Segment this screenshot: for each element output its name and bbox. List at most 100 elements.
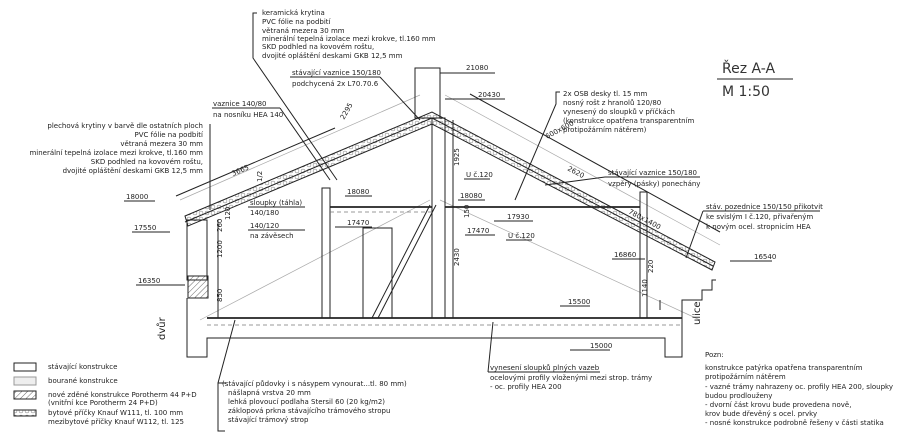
annotation-text: sloupky (táhla)	[250, 199, 302, 207]
annotation-text: plechová krytiny v barvě dle ostatních p…	[47, 122, 203, 130]
structure	[186, 117, 716, 358]
drawing-line	[379, 76, 421, 121]
annotation-text: dvojité opláštění deskami GKB 12,5 mm	[63, 167, 204, 175]
annotation-text: protipožárním nátěrem)	[563, 126, 647, 134]
annotation-text: nášlapná vrstva 20 mm	[228, 389, 311, 397]
annotation-text: ke svislým I č.120, přivařeným	[706, 213, 813, 221]
annotation-text: 16860	[614, 251, 636, 259]
annotation-text: vaznice 140/80	[213, 100, 267, 108]
support-note: vynesení sloupků plných vazeb ocelovými …	[487, 321, 652, 391]
annotation-text: dvojité opláštění deskami GKB 12,5 mm	[262, 52, 403, 60]
wallplate-callout: stáv. pozednice 150/150 přikotvit ke svi…	[685, 203, 823, 259]
annotation-text: nové zděné konstrukce Porotherm 44 P+D	[48, 391, 197, 399]
drawing-title: Řez A-A	[722, 60, 776, 77]
drawing-line	[639, 191, 648, 319]
annotation-text: 220	[647, 260, 655, 273]
floor-callout: (stávající půdovky i s násypem vynourat.…	[217, 319, 407, 432]
annotation-text: minerální tepelná izolace mezi krokve, t…	[262, 35, 436, 43]
annotation-text: SKD podhled na kovovém roštu,	[91, 158, 203, 166]
annotation-text: 1140	[641, 279, 649, 297]
annotation-text: 2620	[566, 165, 585, 180]
annotation-text: stávající trámový strop	[228, 416, 309, 424]
chimney	[414, 67, 441, 119]
drawing-line	[469, 93, 721, 233]
annotation-text: 17470	[467, 227, 489, 235]
annotation-text: k novým ocel. stropnicím HEA	[706, 223, 811, 231]
drawing-line	[487, 321, 494, 373]
drawing-line	[187, 275, 209, 299]
annotation-text: PVC fólie na podbití	[135, 131, 205, 139]
drawing-line	[377, 204, 437, 319]
ladder	[371, 204, 431, 319]
annotation-text: protipožárním nátěrem	[705, 373, 786, 381]
drawing-line	[199, 199, 431, 321]
drawing-line	[186, 219, 208, 281]
annotation-text: stávající vaznice 150/180	[608, 169, 697, 177]
annotation-text: - vazné trámy nahrazeny oc. profily HEA …	[705, 383, 893, 391]
annotation-text: vzpěry (pásky) ponechány	[608, 180, 700, 188]
drawing-line	[184, 117, 433, 223]
annotation-text: keramická krytina	[262, 9, 325, 17]
purlin-callouts: stávající vaznice 150/180 podchycená 2x …	[212, 69, 700, 188]
annotation-text: (konstrukce opatřena transparentním	[563, 117, 694, 125]
drawing-line	[444, 94, 721, 246]
annotation-text: (vnitřní kce Porotherm 24 P+D)	[48, 399, 158, 407]
drawing-line	[439, 199, 701, 321]
annotation-text: 850	[216, 289, 224, 302]
annotation-text: minerální tepelná izolace mezi krokve, t…	[29, 149, 203, 157]
annotation-text: bourané konstrukce	[48, 377, 118, 385]
annotation-text: - oc. profily HEA 200	[490, 383, 562, 391]
annotation-text: U č.120	[466, 171, 493, 179]
annotation-text: 260	[216, 219, 224, 232]
drawing-line	[217, 382, 226, 432]
annotation-text: krov bude dřevěný s ocel. prvky	[705, 410, 817, 418]
annotation-text: 15500	[568, 298, 590, 306]
annotation-text: větraná mezera 30 mm	[262, 27, 345, 35]
annotation-text: 21080	[466, 64, 488, 72]
annotation-text: Pozn:	[705, 351, 724, 359]
left-roof-callout: plechová krytiny v barvě dle ostatních p…	[29, 122, 211, 210]
annotation-text: 1925	[453, 148, 461, 166]
legend-swatch-demolished	[13, 376, 37, 386]
legend-swatch-partitions	[13, 409, 37, 417]
drawing-line	[279, 107, 331, 181]
drawing-line	[321, 187, 331, 319]
annotation-text: 2295	[339, 102, 355, 121]
drawing-scale: M 1:50	[722, 84, 770, 100]
annotation-text: 150	[463, 205, 471, 218]
drawing-line	[179, 94, 421, 201]
drawing-line	[217, 319, 236, 384]
annotation-text: vynesený do sloupků v příčkách	[563, 108, 675, 116]
osb-callout: 2x OSB desky tl. 15 mm nosný rošt z hran…	[514, 90, 694, 201]
door	[362, 227, 393, 319]
annotation-text: mezibytové příčky Knauf W112, tl. 125	[48, 418, 184, 426]
annotation-text: bytové příčky Knauf W111, tl. 100 mm	[48, 409, 183, 417]
legend-swatch-new-masonry	[13, 390, 37, 400]
annotation-text: 18080	[460, 192, 482, 200]
street-label: ulice	[692, 301, 703, 325]
dimensions: 3665 2295 2620 600x600 780x1400 1925 243…	[216, 102, 662, 318]
annotation-text: 140/120	[250, 222, 279, 230]
annotation-text: 17470	[347, 219, 369, 227]
annotation-text: SKD podhled na kovovém roštu,	[262, 43, 374, 51]
drawing-line	[186, 279, 716, 358]
level-marks: 21080 20430 18000 17550 16350 18080 1747…	[124, 64, 776, 351]
annotation-text: stáv. pozednice 150/150 přikotvit	[706, 203, 823, 211]
annotation-text: 17930	[507, 213, 529, 221]
annotation-text: (stávající půdovky i s násypem vynourat.…	[222, 380, 407, 388]
annotation-text: na závěsech	[250, 232, 294, 240]
annotation-text: 15000	[590, 342, 612, 350]
annotation-text: 2430	[453, 248, 461, 266]
annotation-text: 20430	[478, 91, 500, 99]
annotation-text: 140/180	[250, 209, 279, 217]
annotation-text: stávající vaznice 150/180	[292, 69, 381, 77]
annotation-text: ocelovými profily vloženými mezi strop. …	[490, 374, 652, 382]
annotation-text: podchycená 2x L70.70.6	[292, 80, 379, 88]
drawing-line	[514, 91, 560, 201]
profile-labels: U č.120 U č.120	[464, 171, 535, 241]
annotation-text: 2x OSB desky tl. 15 mm	[563, 90, 647, 98]
annotation-text: 16350	[138, 277, 160, 285]
notes: Pozn: konstrukce patýrka opatřena transp…	[705, 351, 893, 427]
